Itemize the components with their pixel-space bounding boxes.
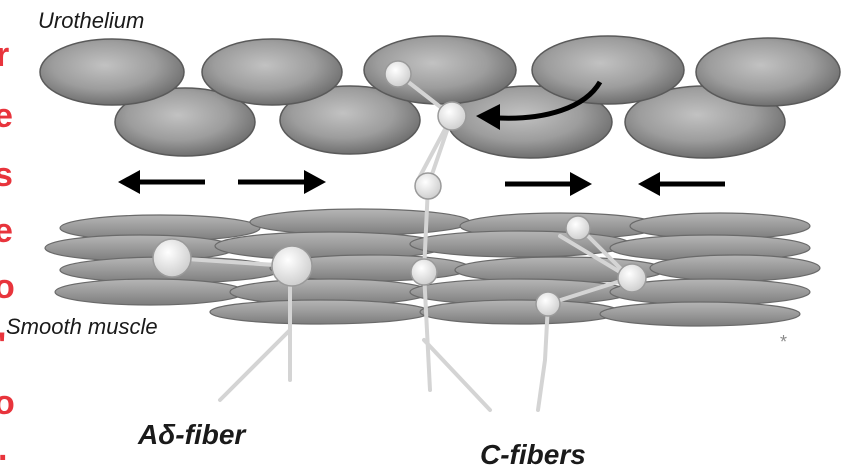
arrow-right-2 <box>505 172 592 196</box>
muscle-fiber <box>420 300 620 324</box>
asterisk-mark: * <box>780 332 787 352</box>
urothelial-cell <box>202 39 342 105</box>
nerve-node <box>272 246 312 286</box>
nerve-node <box>438 102 466 130</box>
side-fragment-7: o <box>0 384 15 422</box>
muscle-fiber <box>210 300 430 324</box>
arrow-left-1 <box>118 170 205 194</box>
arrow-left-2 <box>638 172 725 196</box>
nerve-node <box>618 264 646 292</box>
muscle-fiber <box>250 209 470 235</box>
side-fragment-3: s <box>0 156 13 194</box>
nerve-node <box>536 292 560 316</box>
arrow-right-1 <box>238 170 326 194</box>
muscle-fiber <box>600 302 800 326</box>
label-smooth-muscle: Smooth muscle <box>6 314 158 339</box>
muscle-fiber <box>650 255 820 281</box>
nerve-node <box>385 61 411 87</box>
label-c-fibers: C-fibers <box>480 439 586 470</box>
nerve-node <box>411 259 437 285</box>
side-text-fragments: r e s e o ' o . <box>0 36 15 468</box>
label-a-delta-fiber: Aδ-fiber <box>137 419 247 450</box>
side-fragment-5: o <box>0 268 15 306</box>
side-fragment-4: e <box>0 212 13 250</box>
nerve-node <box>415 173 441 199</box>
nerve-node <box>566 216 590 240</box>
urothelial-cell <box>532 36 684 104</box>
muscle-fiber <box>55 279 245 305</box>
nerve-node <box>153 239 191 277</box>
side-fragment-1: r <box>0 36 9 74</box>
urothelial-cell <box>40 39 184 105</box>
urothelial-cell <box>696 38 840 106</box>
side-fragment-8: . <box>0 430 7 468</box>
side-fragment-2: e <box>0 97 13 135</box>
label-urothelium: Urothelium <box>38 8 144 33</box>
urothelium-top-row <box>40 36 840 106</box>
